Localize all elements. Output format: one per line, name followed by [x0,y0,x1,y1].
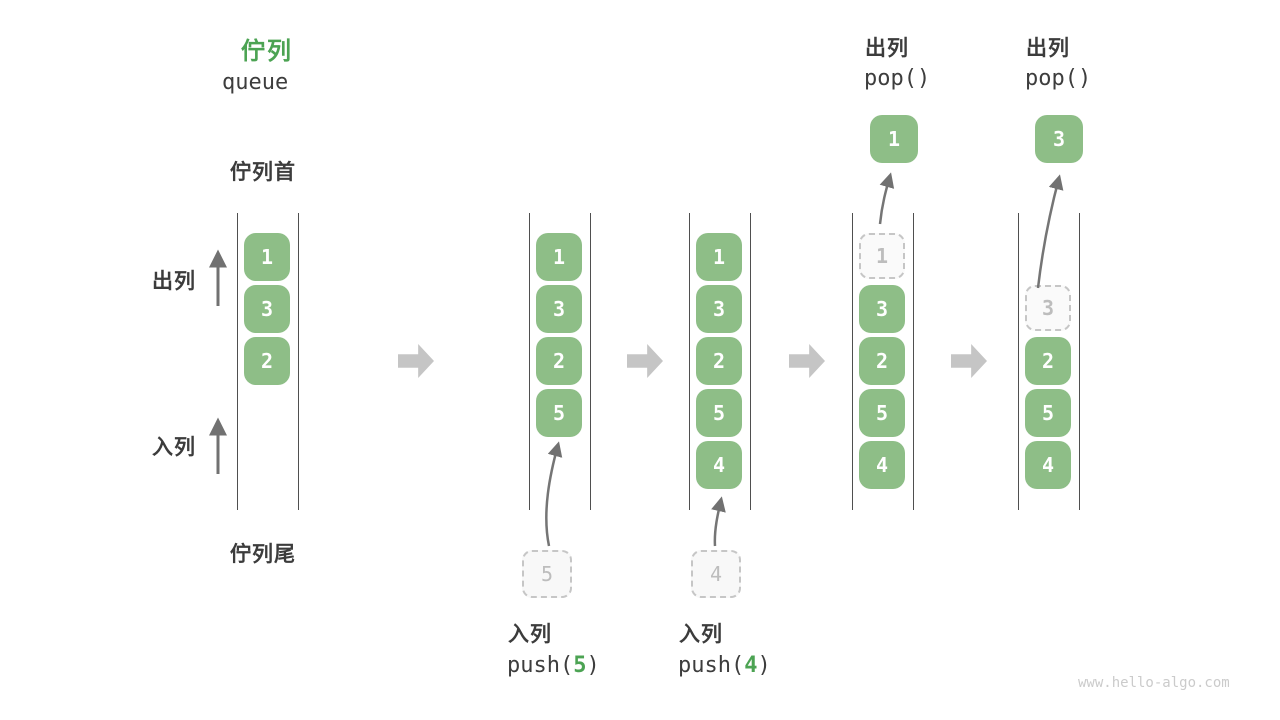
queue-cell: 2 [244,337,290,385]
queue-cell: 4 [859,441,905,489]
pop1-label: 出列 [865,36,909,60]
queue-cell: 5 [1025,389,1071,437]
queue-channel-line-right [912,213,914,510]
push4-code-pre: push( [678,653,745,678]
push5-label: 入列 [508,622,552,646]
queue-channel-line-left [851,213,853,510]
queue-cell: 1 [244,233,290,281]
queue-channel-line-right [1078,213,1080,510]
queue-cell: 5 [859,389,905,437]
queue-cell: 5 [536,389,582,437]
state-transition-arrow-2 [627,344,663,378]
push4-label: 入列 [679,622,723,646]
pop2-code: pop() [1025,66,1092,91]
queue-channel-line-left [1017,213,1019,510]
push5-code-pre: push( [507,653,574,678]
queue-cell-dashed: 3 [1025,285,1071,331]
queue-cell: 4 [1025,441,1071,489]
push4-arrow [711,496,726,547]
queue-rear-label: 佇列尾 [230,542,296,566]
state-transition-arrow-3 [789,344,825,378]
queue-channel-line-right [297,213,299,510]
popped-element-box: 1 [870,115,918,163]
pop1-arrow [878,172,895,225]
queue-channel-line-left [236,213,238,510]
incoming-element-box: 4 [691,550,741,598]
popped-element-box: 3 [1035,115,1083,163]
queue-cell: 5 [696,389,742,437]
diagram-title-zh: 佇列 [241,37,293,65]
push4-code: push(4) [678,653,771,678]
push5-code: push(5) [507,653,600,678]
push4-code-arg: 4 [744,653,758,678]
push5-arrow [545,441,563,547]
dequeue-side-label: 出列 [152,269,196,293]
enqueue-side-label: 入列 [152,435,196,459]
queue-channel-line-right [589,213,591,510]
queue-cell: 2 [536,337,582,385]
queue-cell: 1 [536,233,582,281]
queue-channel-line-left [528,213,530,510]
pop1-code: pop() [864,66,931,91]
watermark: www.hello-algo.com [1078,675,1230,691]
queue-cell-dashed: 1 [859,233,905,279]
push5-code-arg: 5 [573,653,587,678]
queue-cell: 2 [696,337,742,385]
state-transition-arrow-1 [398,344,434,378]
queue-cell: 3 [536,285,582,333]
pop3-arrow [1036,174,1064,289]
queue-front-label: 佇列首 [230,160,296,184]
push4-code-post: ) [757,653,771,678]
queue-channel-line-right [749,213,751,510]
queue-cell: 1 [696,233,742,281]
queue-cell: 3 [244,285,290,333]
queue-channel-line-left [688,213,690,510]
incoming-element-box: 5 [522,550,572,598]
push5-code-post: ) [586,653,600,678]
queue-cell: 3 [696,285,742,333]
state-transition-arrow-4 [951,344,987,378]
queue-cell: 4 [696,441,742,489]
queue-cell: 2 [859,337,905,385]
queue-cell: 2 [1025,337,1071,385]
diagram-title-en: queue [222,70,289,95]
pop2-label: 出列 [1026,36,1070,60]
queue-cell: 3 [859,285,905,333]
